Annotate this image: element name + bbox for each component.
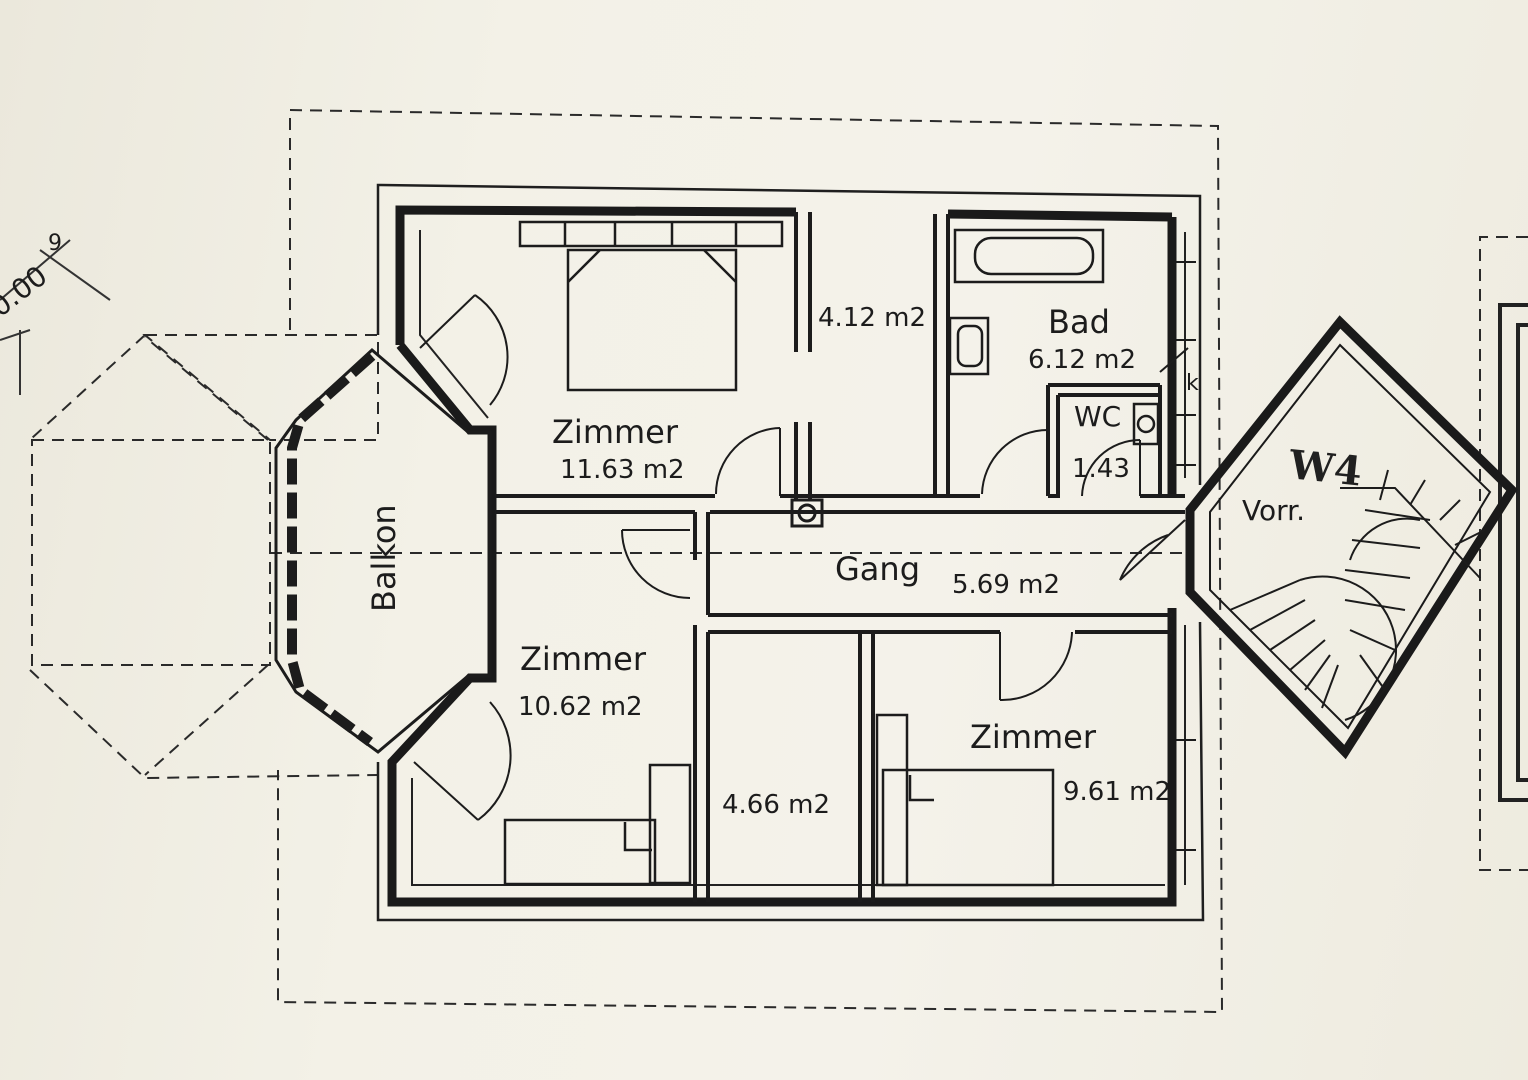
room-area-bedroom-left: 10.62 m2 (518, 692, 643, 722)
bathtub (953, 228, 1105, 284)
bathroom-sink (948, 316, 990, 376)
roof-overhang-outline (29, 108, 1224, 1014)
stair-tower (1185, 315, 1518, 760)
room-area-hallway: 5.69 m2 (952, 570, 1060, 600)
room-name-balcony: Balkon (365, 504, 403, 612)
neighbour-outline (1479, 236, 1528, 871)
outer-wall-outline (376, 183, 1205, 922)
edge-dimension (0, 239, 111, 395)
room-area-bedroom-top: 11.63 m2 (560, 455, 685, 485)
room-name-wc: WC (1074, 400, 1121, 433)
room-name-bedroom-top: Zimmer (552, 413, 679, 451)
balcony-outline (274, 347, 492, 754)
room-area-bedroom-right: 9.61 m2 (1063, 777, 1171, 807)
room-name-bedroom-right: Zimmer (970, 718, 1097, 756)
wall-letter: k (1186, 371, 1199, 396)
balcony-door-top (419, 294, 509, 406)
interior-walls (495, 212, 1185, 902)
wc-window (1159, 347, 1189, 373)
room-name-vestibule: Vorr. (1242, 494, 1305, 527)
edge-dimension-small: 9 (48, 231, 62, 256)
room-area-wc: 1.43 (1072, 454, 1130, 484)
room-name-bedroom-left: Zimmer (520, 640, 647, 678)
main-walls (387, 205, 1177, 907)
chimney-shaft (790, 498, 824, 528)
windows-right (1176, 261, 1196, 851)
room-area-bath: 6.12 m2 (1028, 345, 1136, 375)
doors (621, 427, 1186, 702)
handwritten-unit-note: W4 (1286, 441, 1364, 495)
room-name-bath: Bad (1048, 303, 1110, 341)
room-name-hallway: Gang (835, 550, 920, 588)
neighbour-wall (1498, 303, 1528, 802)
bed-bottom-left (503, 763, 692, 886)
room-area-closet-bottom: 4.66 m2 (722, 790, 830, 820)
balcony-door-bottom (413, 701, 512, 821)
stair-steps (1229, 469, 1486, 721)
double-bed-top (518, 220, 784, 392)
wc-toilet (1132, 402, 1160, 446)
room-area-closet-top: 4.12 m2 (818, 303, 926, 333)
bed-bottom-right (875, 713, 1055, 887)
edge-dimension-text: 0.00 (0, 259, 53, 323)
